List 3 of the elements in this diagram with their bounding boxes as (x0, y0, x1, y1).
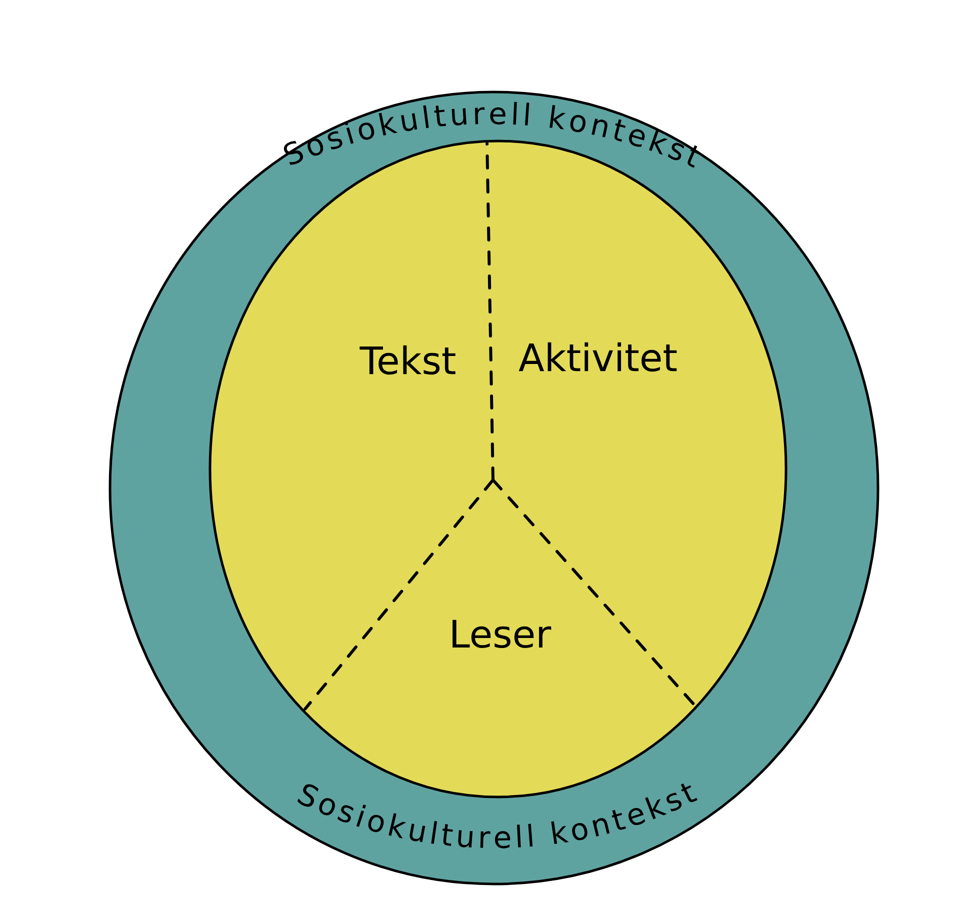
sector-label: Aktivitet (518, 342, 677, 372)
sector-label: Tekst (360, 345, 456, 375)
sector-label: Leser (452, 620, 552, 648)
